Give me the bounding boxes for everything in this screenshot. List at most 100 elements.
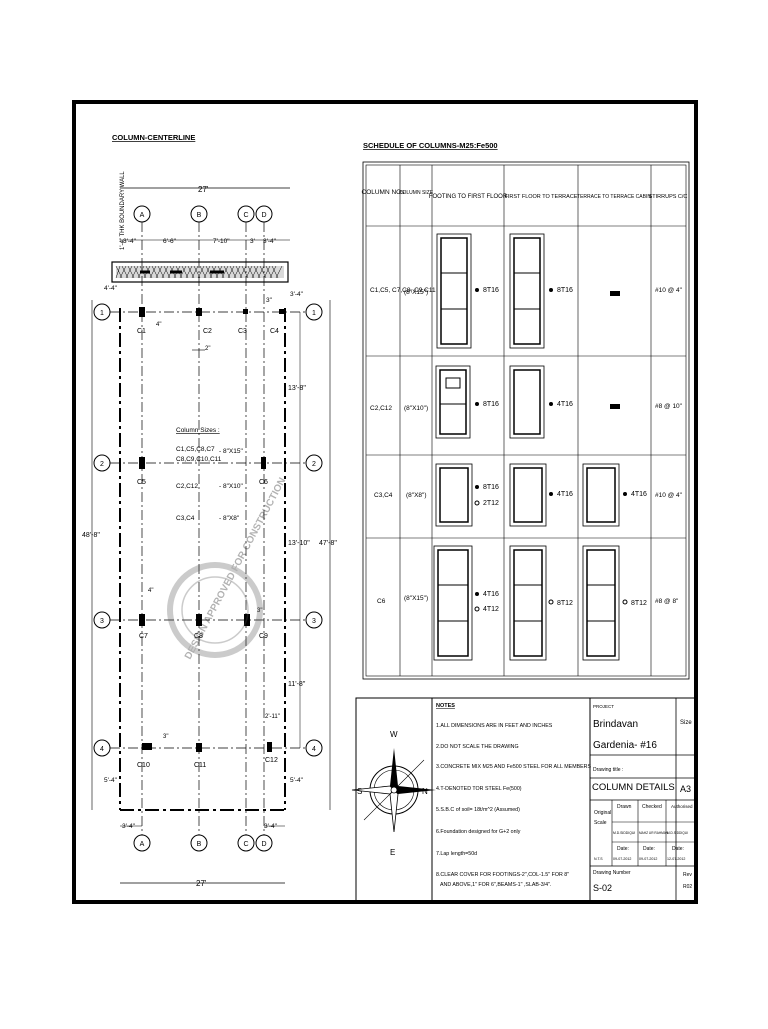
project-label: PROJECT [593,704,614,709]
scale-label-1: Original [594,810,611,816]
row3-first-floor-bars: 4T16 [557,491,573,498]
drawn-label: Drawn [617,804,632,810]
row2-cols: C2,C12 [370,405,392,412]
project-name-2: Gardenia- #16 [593,740,657,751]
bottom-dim-1: 3'-4" [122,823,136,830]
row2-footing-bars: 8T16 [483,401,499,408]
checked-label: Checked [642,804,662,810]
size-value: A3 [680,784,691,794]
schedule-header-footing: FOOTING TO FIRST FLOOR [429,194,508,200]
grid-letters-bottom: A B C D [133,834,273,852]
note-7: 7.Lap length=50d [436,851,477,857]
overall-height-right: 47'-8" [319,540,337,547]
row2-stirrups: #8 @ 10" [655,403,683,410]
grid-letter-d: D [261,212,266,219]
date-label-1: Date: [617,846,629,852]
small-dim-c9: 3" [257,608,262,614]
top-dim-4: 3' [250,238,255,245]
drawing-number-label: Drawing Number [593,870,631,876]
schedule-row-1: C1,C5, C7,C8, C9,C11 (8"X15") 8T16 8T16 … [370,233,683,349]
row1-size: (8"X15") [404,289,428,296]
row3-cols: C3,C4 [374,492,393,499]
row1-footing-bars: 8T16 [483,287,499,294]
top-dim-3: 7'-10" [213,238,230,245]
sizes-cols-3: C2,C12 [176,483,198,490]
row2-size: (8"X10") [404,405,428,412]
grid-number-4-left: 4 [100,746,104,753]
top-dim-1: 3'-4" [123,238,137,245]
sheet-border [72,100,698,904]
col-label-c1: C1 [137,328,146,335]
note-8-cont: AND ABOVE,1" FOR 6",BEAMS-1" ,SLAB-3/4". [440,882,551,888]
date-3: 12-07-2012 [667,857,685,861]
note-5: 5.S.B.C of soil= 18t/m^2 (Assumed) [436,807,520,813]
row1-cols: C1,C5, C7,C8, C9,C11 [370,287,436,294]
compass-s: S [357,787,362,796]
row4-cols: C6 [377,598,386,605]
sizes-cols-2: C8,C9,C10,C11 [176,456,222,463]
note-8: 8.CLEAR COVER FOR FOOTINGS-2",COL-1.5" F… [436,872,569,878]
sizes-size-4: - 8"X8" [219,515,240,522]
schedule-header-terrace: TERRACE TO TERRACE CABIN [577,194,651,200]
authorised-label: Authorised [671,804,693,809]
column-labels: C1 C2 C3 C4 C5 C6 C7 C8 C9 C10 C11 C12 [137,328,279,769]
date-label-3: Date: [672,846,684,852]
size-label: Size [680,720,692,726]
notes-list: 1.ALL DIMENSIONS ARE IN FEET AND INCHES … [436,723,591,888]
grid-letter-d-bottom: D [261,841,266,848]
grid-letter-c: C [243,212,248,219]
schedule-header-col-nos: COLUMN NOs [362,189,406,196]
note-3: 3.CONCRETE MIX M25 AND Fe500 STEEL FOR A… [436,764,591,770]
note-4: 4.T-DENOTED TOR STEEL Fe(500) [436,786,522,792]
row2-first-floor-bars: 4T16 [557,401,573,408]
col-label-c11: C11 [194,762,206,769]
grid-number-3-left: 3 [100,618,104,625]
rev-label: Rev [683,872,692,878]
row4-first-floor-bars: 8T12 [557,600,573,607]
right-dim-3: 11'-8" [288,681,306,688]
col-label-c7: C7 [139,633,148,640]
notes-heading: NOTES [436,703,455,709]
sizes-size-1: - 8"X15" [219,448,243,455]
schedule-row-3: C3,C4 (8"X8") 8T16 2T12 4T16 4T16 #10 @ … [374,463,683,527]
grid-letter-a: A [140,212,145,219]
top-dim-2: 6'-6" [163,238,177,245]
schedule-header-first-floor: FIRST FLOOR TO TERRACE [505,194,578,200]
sizes-size-3: - 8"X10" [219,483,243,490]
col-label-c12: C12 [265,757,278,764]
grid-number-2-right: 2 [312,461,316,468]
grid-numbers: 1 2 3 4 1 2 3 4 [93,303,323,757]
col-label-c5: C5 [137,479,146,486]
overall-width-dim-bottom: 27' [196,879,207,888]
date-2: 09-07-2012 [639,857,657,861]
project-name-1: Brindavan [593,719,638,730]
col-label-c10: C10 [137,762,150,769]
col-label-c2: C2 [203,328,212,335]
row3-footing-bars-1: 8T16 [483,484,499,491]
grid-number-4-right: 4 [312,746,316,753]
left-bottom-dim: 5'-4" [104,777,118,784]
row1-first-floor-bars: 8T16 [557,287,573,294]
small-dim-c4: 3" [266,297,273,304]
compass-icon [351,748,436,833]
right-dim-2: 13'-10" [288,540,310,547]
left-top-dim: 4'-4" [104,285,118,292]
drawing-number: S-02 [593,883,612,893]
column-markers [139,307,284,752]
schedule-header-col-size: COLUMN SIZE [399,190,434,196]
grid-letter-b: B [197,212,202,219]
title-area: W S N E NOTES 1.ALL DIMENSIONS ARE IN FE… [351,697,697,903]
date-label-2: Date: [643,846,655,852]
row4-terrace-bars: 8T12 [631,600,647,607]
schedule-title: SCHEDULE OF COLUMNS-M25:Fe500 [363,141,498,150]
boundary-wall-note: 1'-4" THK BOUNDARY WALL [120,171,126,250]
compass-w: W [390,730,398,739]
rev-value: R02 [683,884,692,890]
plan-title: COLUMN-CENTERLINE [112,133,195,142]
col-label-c3: C3 [238,328,247,335]
schedule-header-stirrups: STIRRUPS C/C [649,194,688,200]
grid-number-3-right: 3 [312,618,316,625]
grid-number-2-left: 2 [100,461,104,468]
column-schedule: SCHEDULE OF COLUMNS-M25:Fe500 COLUMN NOs… [362,141,690,680]
row4-footing-bars-1: 4T16 [483,591,499,598]
